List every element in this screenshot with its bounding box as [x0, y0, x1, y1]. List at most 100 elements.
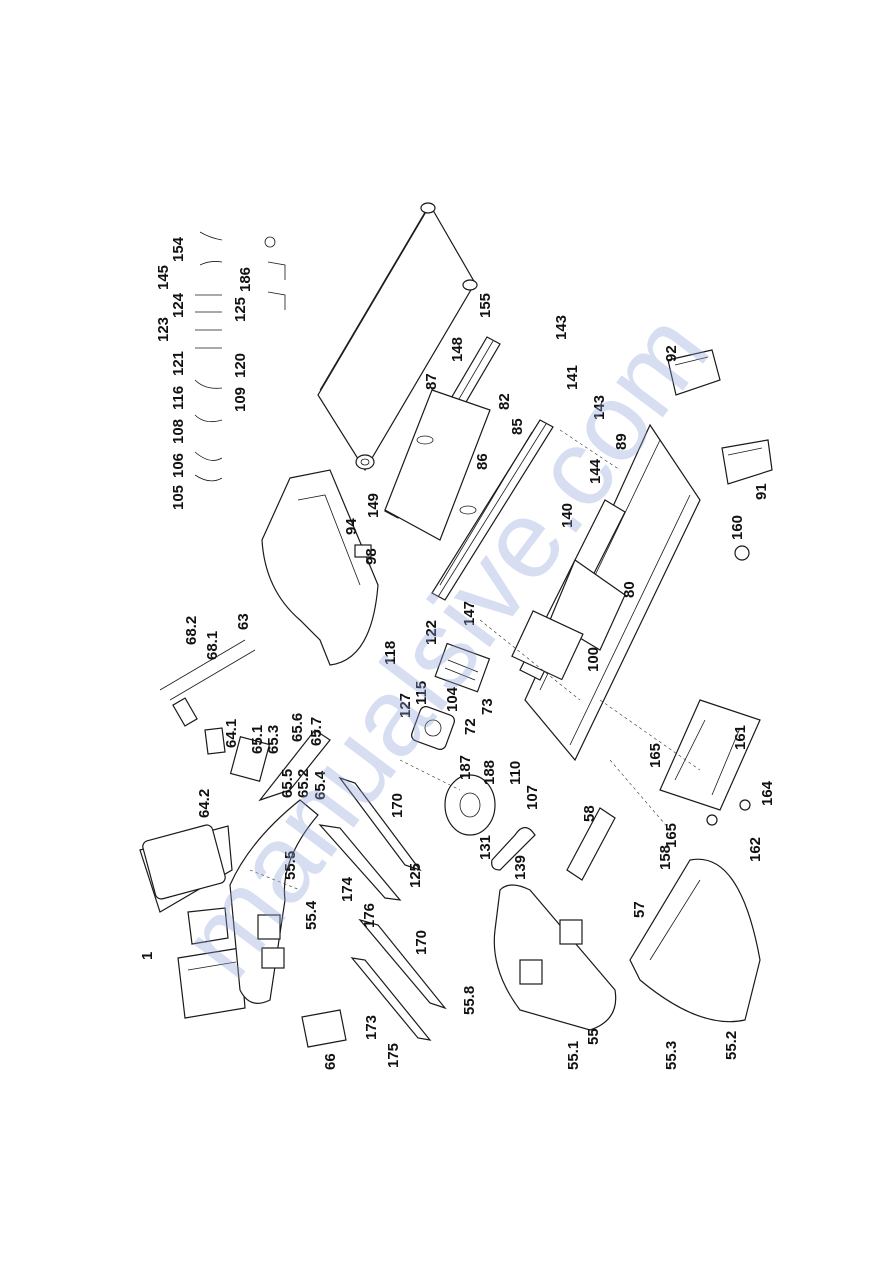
label-122: 122: [423, 620, 440, 645]
bracket-66: [301, 1009, 347, 1048]
motor-hood: [261, 469, 379, 666]
label-105: 105: [170, 485, 187, 510]
label-110: 110: [507, 761, 524, 785]
label-170-top: 170: [389, 793, 406, 818]
label-64-1: 64.1: [223, 719, 240, 748]
label-115: 115: [413, 681, 430, 705]
label-187: 187: [457, 755, 474, 780]
label-64-2: 64.2: [196, 789, 213, 818]
label-73: 73: [479, 698, 496, 715]
upright-right: [493, 884, 617, 1031]
label-87: 87: [423, 373, 440, 390]
label-154: 154: [170, 236, 187, 262]
label-124: 124: [170, 292, 187, 318]
wheel-160: [734, 545, 750, 561]
part-labels: 1 55 55.1 55.2 55.3 55.4 55.5 55.8 57 58…: [139, 236, 776, 1070]
side-bar-170-bottom: [350, 918, 447, 1041]
label-80: 80: [621, 581, 638, 598]
label-158: 158: [657, 845, 674, 870]
label-121: 121: [170, 351, 187, 376]
label-125-bottom: 125: [407, 863, 424, 888]
label-82: 82: [496, 393, 513, 410]
label-160: 160: [729, 515, 746, 540]
label-91: 91: [753, 483, 770, 500]
main-frame: [511, 423, 701, 762]
label-65-3: 65.3: [265, 725, 282, 754]
front-roller: [355, 454, 375, 470]
label-149: 149: [365, 493, 382, 518]
label-120: 120: [232, 353, 249, 378]
label-161: 161: [732, 725, 749, 750]
side-bar-170-top: [318, 776, 422, 901]
label-173: 173: [363, 1015, 380, 1040]
label-107: 107: [524, 785, 541, 810]
label-89: 89: [613, 433, 630, 450]
label-144: 144: [587, 458, 604, 484]
running-belt: [317, 202, 478, 472]
label-108: 108: [170, 419, 187, 444]
label-65-6: 65.6: [289, 713, 306, 742]
label-55-4: 55.4: [303, 900, 320, 930]
cables: [194, 231, 223, 482]
label-139: 139: [512, 855, 529, 880]
label-164: 164: [759, 780, 776, 806]
handle-58: [566, 807, 616, 881]
label-55-8: 55.8: [461, 986, 478, 1015]
hardware-lines: [249, 429, 701, 891]
label-162: 162: [747, 837, 764, 862]
label-143-bottom: 143: [591, 395, 608, 420]
label-109: 109: [232, 387, 249, 412]
label-125-top: 125: [232, 297, 249, 322]
label-141: 141: [564, 365, 581, 390]
drive-belt: [491, 826, 536, 871]
label-147: 147: [461, 601, 478, 626]
incline-frame: [659, 699, 761, 826]
label-55-1: 55.1: [565, 1041, 582, 1070]
pad-64: [204, 727, 271, 782]
side-rail-147: [431, 419, 554, 601]
label-55-2: 55.2: [723, 1031, 740, 1060]
label-55: 55: [585, 1028, 602, 1045]
label-68-1: 68.1: [204, 631, 221, 660]
label-148: 148: [449, 337, 466, 362]
label-155: 155: [477, 293, 494, 318]
flywheel: [444, 774, 496, 836]
label-174: 174: [339, 876, 356, 902]
label-86: 86: [474, 453, 491, 470]
console-bracket: [187, 907, 229, 945]
label-118: 118: [382, 641, 399, 665]
upright-left: [229, 799, 319, 1004]
label-65-4: 65.4: [312, 770, 329, 800]
motor: [411, 706, 455, 750]
label-85: 85: [509, 418, 526, 435]
label-63: 63: [235, 613, 252, 630]
label-106: 106: [170, 453, 187, 478]
label-68-2: 68.2: [183, 616, 200, 645]
label-176: 176: [361, 903, 378, 928]
label-131: 131: [477, 835, 494, 860]
rear-foot-92: [667, 349, 721, 396]
label-55-3: 55.3: [663, 1041, 680, 1070]
label-145: 145: [155, 265, 172, 290]
deck-board: [384, 389, 491, 541]
label-143-top: 143: [553, 315, 570, 340]
label-116: 116: [170, 386, 187, 410]
label-104: 104: [444, 686, 461, 712]
label-140: 140: [559, 503, 576, 528]
label-165-b: 165: [663, 823, 680, 848]
label-1: 1: [139, 952, 156, 960]
console-1: [139, 824, 233, 913]
label-65-2: 65.2: [295, 769, 312, 798]
label-55-5: 55.5: [282, 851, 299, 880]
handle-grips: [159, 639, 256, 727]
rear-foot-91: [721, 439, 773, 485]
label-65-1: 65.1: [249, 725, 266, 754]
label-175: 175: [385, 1043, 402, 1068]
label-66: 66: [322, 1053, 339, 1070]
side-cover-57: [629, 858, 761, 1023]
label-94: 94: [343, 518, 360, 535]
label-165-a: 165: [647, 743, 664, 768]
tools-186: [264, 236, 286, 310]
label-58: 58: [581, 805, 598, 822]
